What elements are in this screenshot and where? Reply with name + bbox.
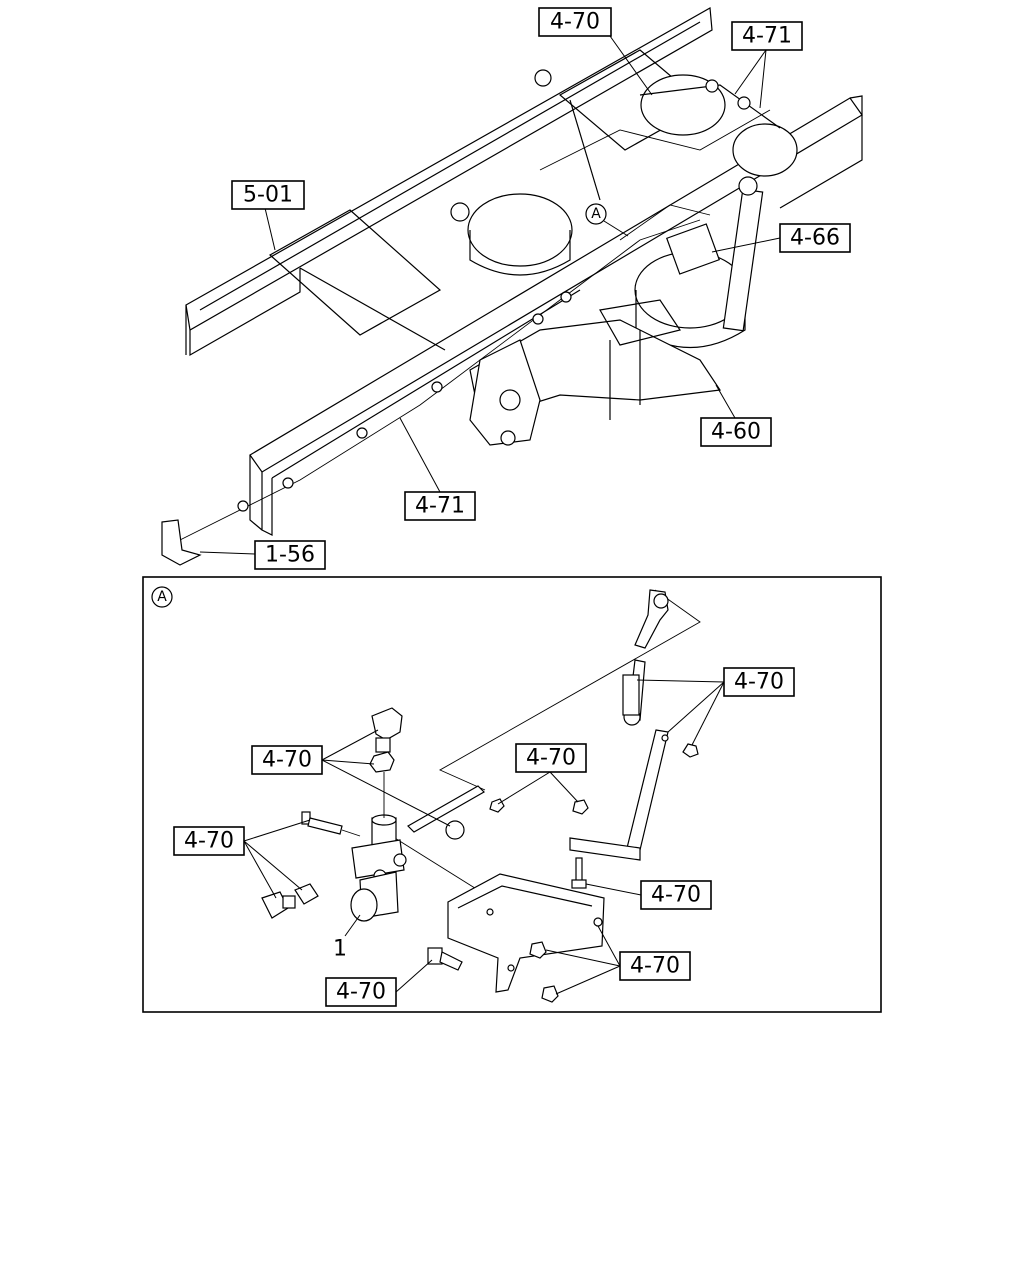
svg-text:4-70: 4-70 [630, 954, 680, 979]
callout-detail-nuts-4-70: 4-70 [545, 925, 691, 995]
callout-detail-left-4-70: 4-70 [251, 729, 451, 827]
svg-text:4-70: 4-70 [336, 980, 386, 1005]
callout-detail-bolt-4-70: 4-70 [585, 880, 712, 910]
detail-a-frame [142, 576, 882, 1013]
svg-text:A: A [157, 589, 167, 605]
svg-text:4-71: 4-71 [415, 494, 465, 519]
svg-text:4-70: 4-70 [550, 10, 600, 35]
callout-detail-rod-4-70: 4-70 [636, 667, 795, 746]
callout-bracket-1-56: 1-56 [199, 540, 326, 570]
svg-text:1-56: 1-56 [265, 543, 315, 568]
detail-ref-marker: A [585, 203, 629, 237]
svg-text:4-70: 4-70 [184, 829, 234, 854]
svg-text:1: 1 [333, 937, 347, 962]
callout-height-valve-4-66: 4-66 [711, 223, 851, 253]
callout-frame-5-01: 5-01 [231, 180, 305, 251]
svg-text:5-01: 5-01 [243, 183, 293, 208]
callout-detail-valve-4-70: 4-70 [173, 819, 311, 899]
svg-text:4-60: 4-60 [711, 420, 761, 445]
svg-text:4-70: 4-70 [526, 746, 576, 771]
svg-text:4-70: 4-70 [734, 670, 784, 695]
callout-line-4-71: 4-71 [399, 417, 476, 521]
chassis-assembly-drawing [161, 7, 863, 566]
detail-marker: A [151, 586, 173, 608]
svg-text:A: A [591, 206, 601, 222]
svg-text:4-66: 4-66 [790, 226, 840, 251]
callout-spring-4-60: 4-60 [700, 384, 772, 447]
svg-text:4-71: 4-71 [742, 24, 792, 49]
callout-top-4-70: 4-70 [538, 7, 653, 96]
svg-text:4-70: 4-70 [651, 883, 701, 908]
callout-detail-mid-4-70: 4-70 [497, 743, 587, 805]
callout-detail-bottom-4-70: 4-70 [325, 959, 433, 1007]
detail-a-drawing [261, 589, 701, 1003]
detail-part-number: 1 [333, 914, 361, 962]
svg-text:4-70: 4-70 [262, 748, 312, 773]
callout-top-4-71: 4-71 [731, 21, 803, 109]
